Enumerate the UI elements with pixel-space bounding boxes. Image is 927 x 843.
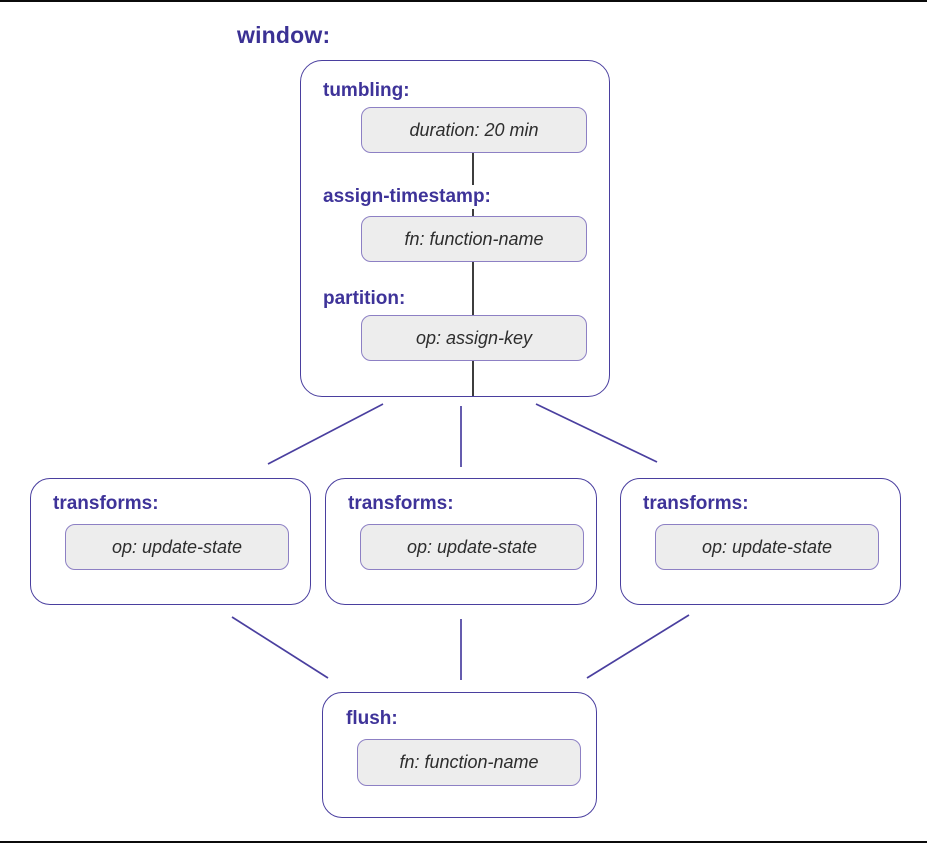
transform-node-3-value-text: op: update-state: [701, 536, 833, 557]
transform-node-2-value-text: op: update-state: [406, 536, 538, 557]
field-label-partition: partition:: [323, 287, 411, 311]
connector-window-to-transform-1: [267, 403, 384, 465]
window-node-spine-line: [472, 153, 474, 396]
transform-node-2-value-box: op: update-state: [360, 524, 584, 570]
value-box-duration: duration: 20 min: [361, 107, 587, 153]
diagram-title: window:: [237, 22, 331, 48]
value-box-assign-timestamp-fn: fn: function-name: [361, 216, 587, 262]
value-text-partition-op: op: assign-key: [415, 327, 533, 348]
flush-node: flush: fn: function-name: [322, 692, 597, 818]
transform-node-2: transforms: op: update-state: [325, 478, 597, 605]
transform-node-2-label: transforms:: [348, 492, 459, 516]
top-divider: [0, 0, 927, 2]
value-box-partition-op: op: assign-key: [361, 315, 587, 361]
transform-node-1-label: transforms:: [53, 492, 164, 516]
field-label-assign-timestamp: assign-timestamp:: [323, 185, 496, 209]
value-text-duration: duration: 20 min: [409, 119, 539, 140]
transform-node-1: transforms: op: update-state: [30, 478, 311, 605]
transform-node-3: transforms: op: update-state: [620, 478, 901, 605]
window-node: tumbling: duration: 20 min assign-timest…: [300, 60, 610, 397]
bottom-divider: [0, 841, 927, 843]
connector-transform-1-to-flush: [231, 616, 329, 679]
flush-node-label: flush:: [346, 707, 403, 731]
connector-window-to-transform-3: [535, 403, 658, 463]
field-label-tumbling: tumbling:: [323, 79, 415, 103]
value-text-assign-timestamp-fn: fn: function-name: [404, 228, 544, 249]
flush-node-value-text: fn: function-name: [399, 752, 539, 772]
transform-node-1-value-text: op: update-state: [111, 536, 243, 557]
transform-node-3-value-box: op: update-state: [655, 524, 879, 570]
flush-node-value-box: fn: function-name: [357, 739, 581, 786]
transform-node-3-label: transforms:: [643, 492, 754, 516]
connector-transform-3-to-flush: [586, 614, 690, 679]
transform-node-1-value-box: op: update-state: [65, 524, 289, 570]
